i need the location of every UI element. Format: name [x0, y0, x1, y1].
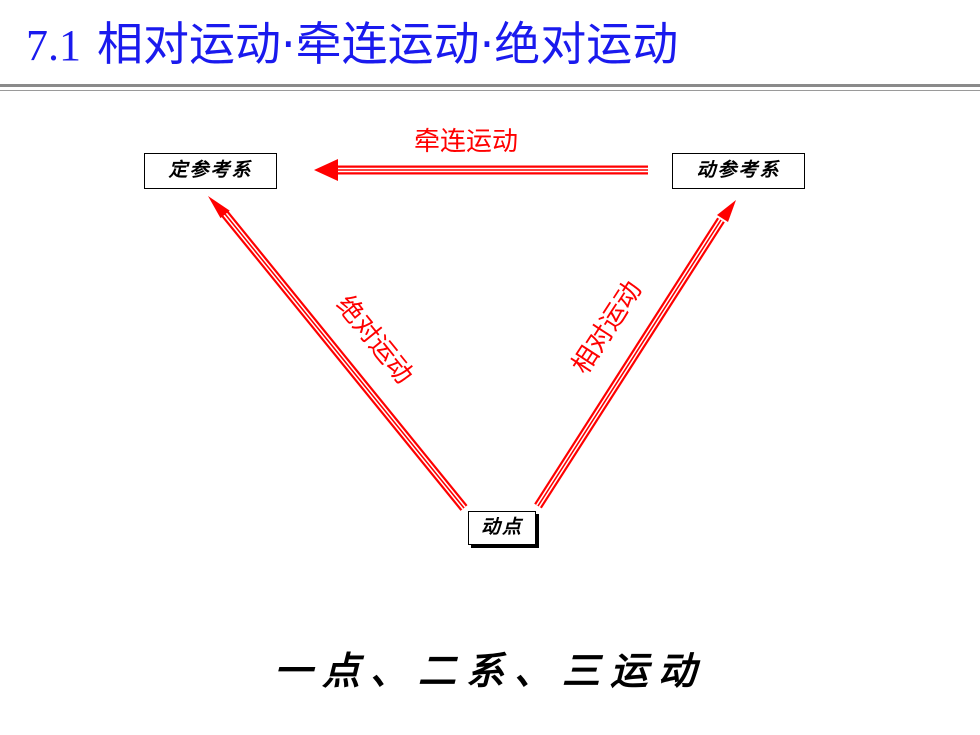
fixed-frame-node: 定参考系 [144, 153, 277, 189]
title-underline [0, 84, 980, 87]
slide-title: 7.1 相对运动·牵连运动·绝对运动 [26, 14, 678, 74]
relative-motion-label: 相对运动 [566, 276, 648, 380]
title-underline-thin [0, 90, 980, 91]
moving-frame-node: 动参考系 [672, 153, 805, 189]
summary-text: 一点、二系、三运动 [273, 648, 706, 693]
relative-motion-arrow [534, 200, 736, 509]
absolute-motion-label: 绝对运动 [330, 290, 419, 390]
absolute-motion-arrow [208, 196, 468, 511]
title-text: 相对运动·牵连运动·绝对运动 [97, 17, 679, 71]
section-number: 7.1 [26, 21, 81, 70]
transport-motion-label: 牵连运动 [414, 127, 518, 157]
transport-motion-arrow [314, 159, 648, 181]
moving-point-node: 动点 [468, 511, 536, 545]
